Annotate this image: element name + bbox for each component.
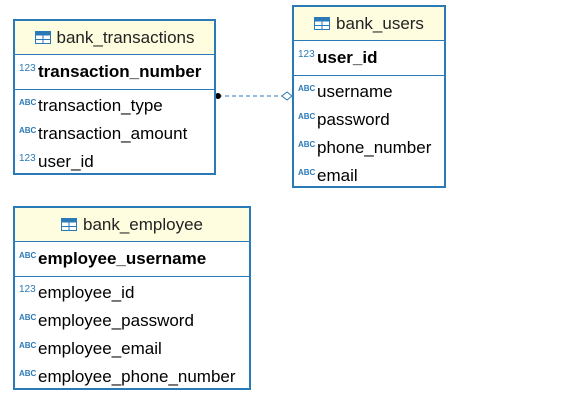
column-row[interactable]: 123 employee_id [15,279,249,307]
relationship-target-diamond [281,91,293,101]
entity-bank-employee[interactable]: bank_employee ABC employee_username 123 … [13,206,251,390]
entity-title: bank_transactions [56,27,195,47]
column-row[interactable]: ABC transaction_type [15,92,214,120]
entity-header: bank_users [294,7,444,41]
column-row[interactable]: ABC employee_phone_number [15,363,249,391]
column-name: email [317,166,358,185]
column-row[interactable]: ABC phone_number [294,134,444,162]
column-name: transaction_amount [38,124,188,143]
relationship-origin-dot [215,93,221,99]
text-type-icon: ABC [19,98,37,107]
entity-bank-users[interactable]: bank_users 123 user_id ABC username ABC … [292,5,446,188]
primary-key-row[interactable]: 123 user_id [294,41,444,76]
primary-key-row[interactable]: 123 transaction_number [15,55,214,90]
primary-key-name: user_id [317,48,378,67]
column-name: user_id [38,152,94,171]
column-name: phone_number [317,138,432,157]
column-name: employee_id [38,283,135,302]
primary-key-row[interactable]: ABC employee_username [15,242,249,277]
column-row[interactable]: ABC transaction_amount [15,120,214,148]
column-row[interactable]: ABC username [294,78,444,106]
column-row[interactable]: ABC employee_password [15,307,249,335]
entity-bank-transactions[interactable]: bank_transactions 123 transaction_number… [13,19,216,175]
column-name: employee_password [38,311,194,330]
column-name: username [317,82,393,101]
text-type-icon: ABC [298,84,316,93]
text-type-icon: ABC [298,168,316,177]
primary-key-name: employee_username [38,249,207,268]
column-row[interactable]: ABC email [294,162,444,190]
text-type-icon: ABC [19,341,37,350]
entity-header: bank_transactions [15,21,214,55]
text-type-icon: ABC [298,112,316,121]
text-type-icon: ABC [19,313,37,322]
primary-key-name: transaction_number [38,62,202,81]
table-icon [314,17,331,30]
text-type-icon: ABC [19,126,37,135]
table-icon [34,31,51,44]
numeric-type-icon: 123 [19,153,36,164]
numeric-key-icon: 123 [298,49,315,60]
text-type-icon: ABC [19,369,37,378]
entity-title: bank_employee [82,214,204,234]
text-type-icon: ABC [298,140,316,149]
entity-header: bank_employee [15,208,249,242]
column-name: employee_email [38,339,162,358]
column-name: password [317,110,390,129]
column-name: transaction_type [38,96,163,115]
column-row[interactable]: ABC employee_email [15,335,249,363]
numeric-key-icon: 123 [19,63,36,74]
table-icon [60,218,77,231]
column-row[interactable]: ABC password [294,106,444,134]
numeric-type-icon: 123 [19,284,36,295]
column-name: employee_phone_number [38,367,236,386]
entity-title: bank_users [336,13,424,33]
text-key-icon: ABC [19,251,37,260]
column-row[interactable]: 123 user_id [15,148,214,176]
